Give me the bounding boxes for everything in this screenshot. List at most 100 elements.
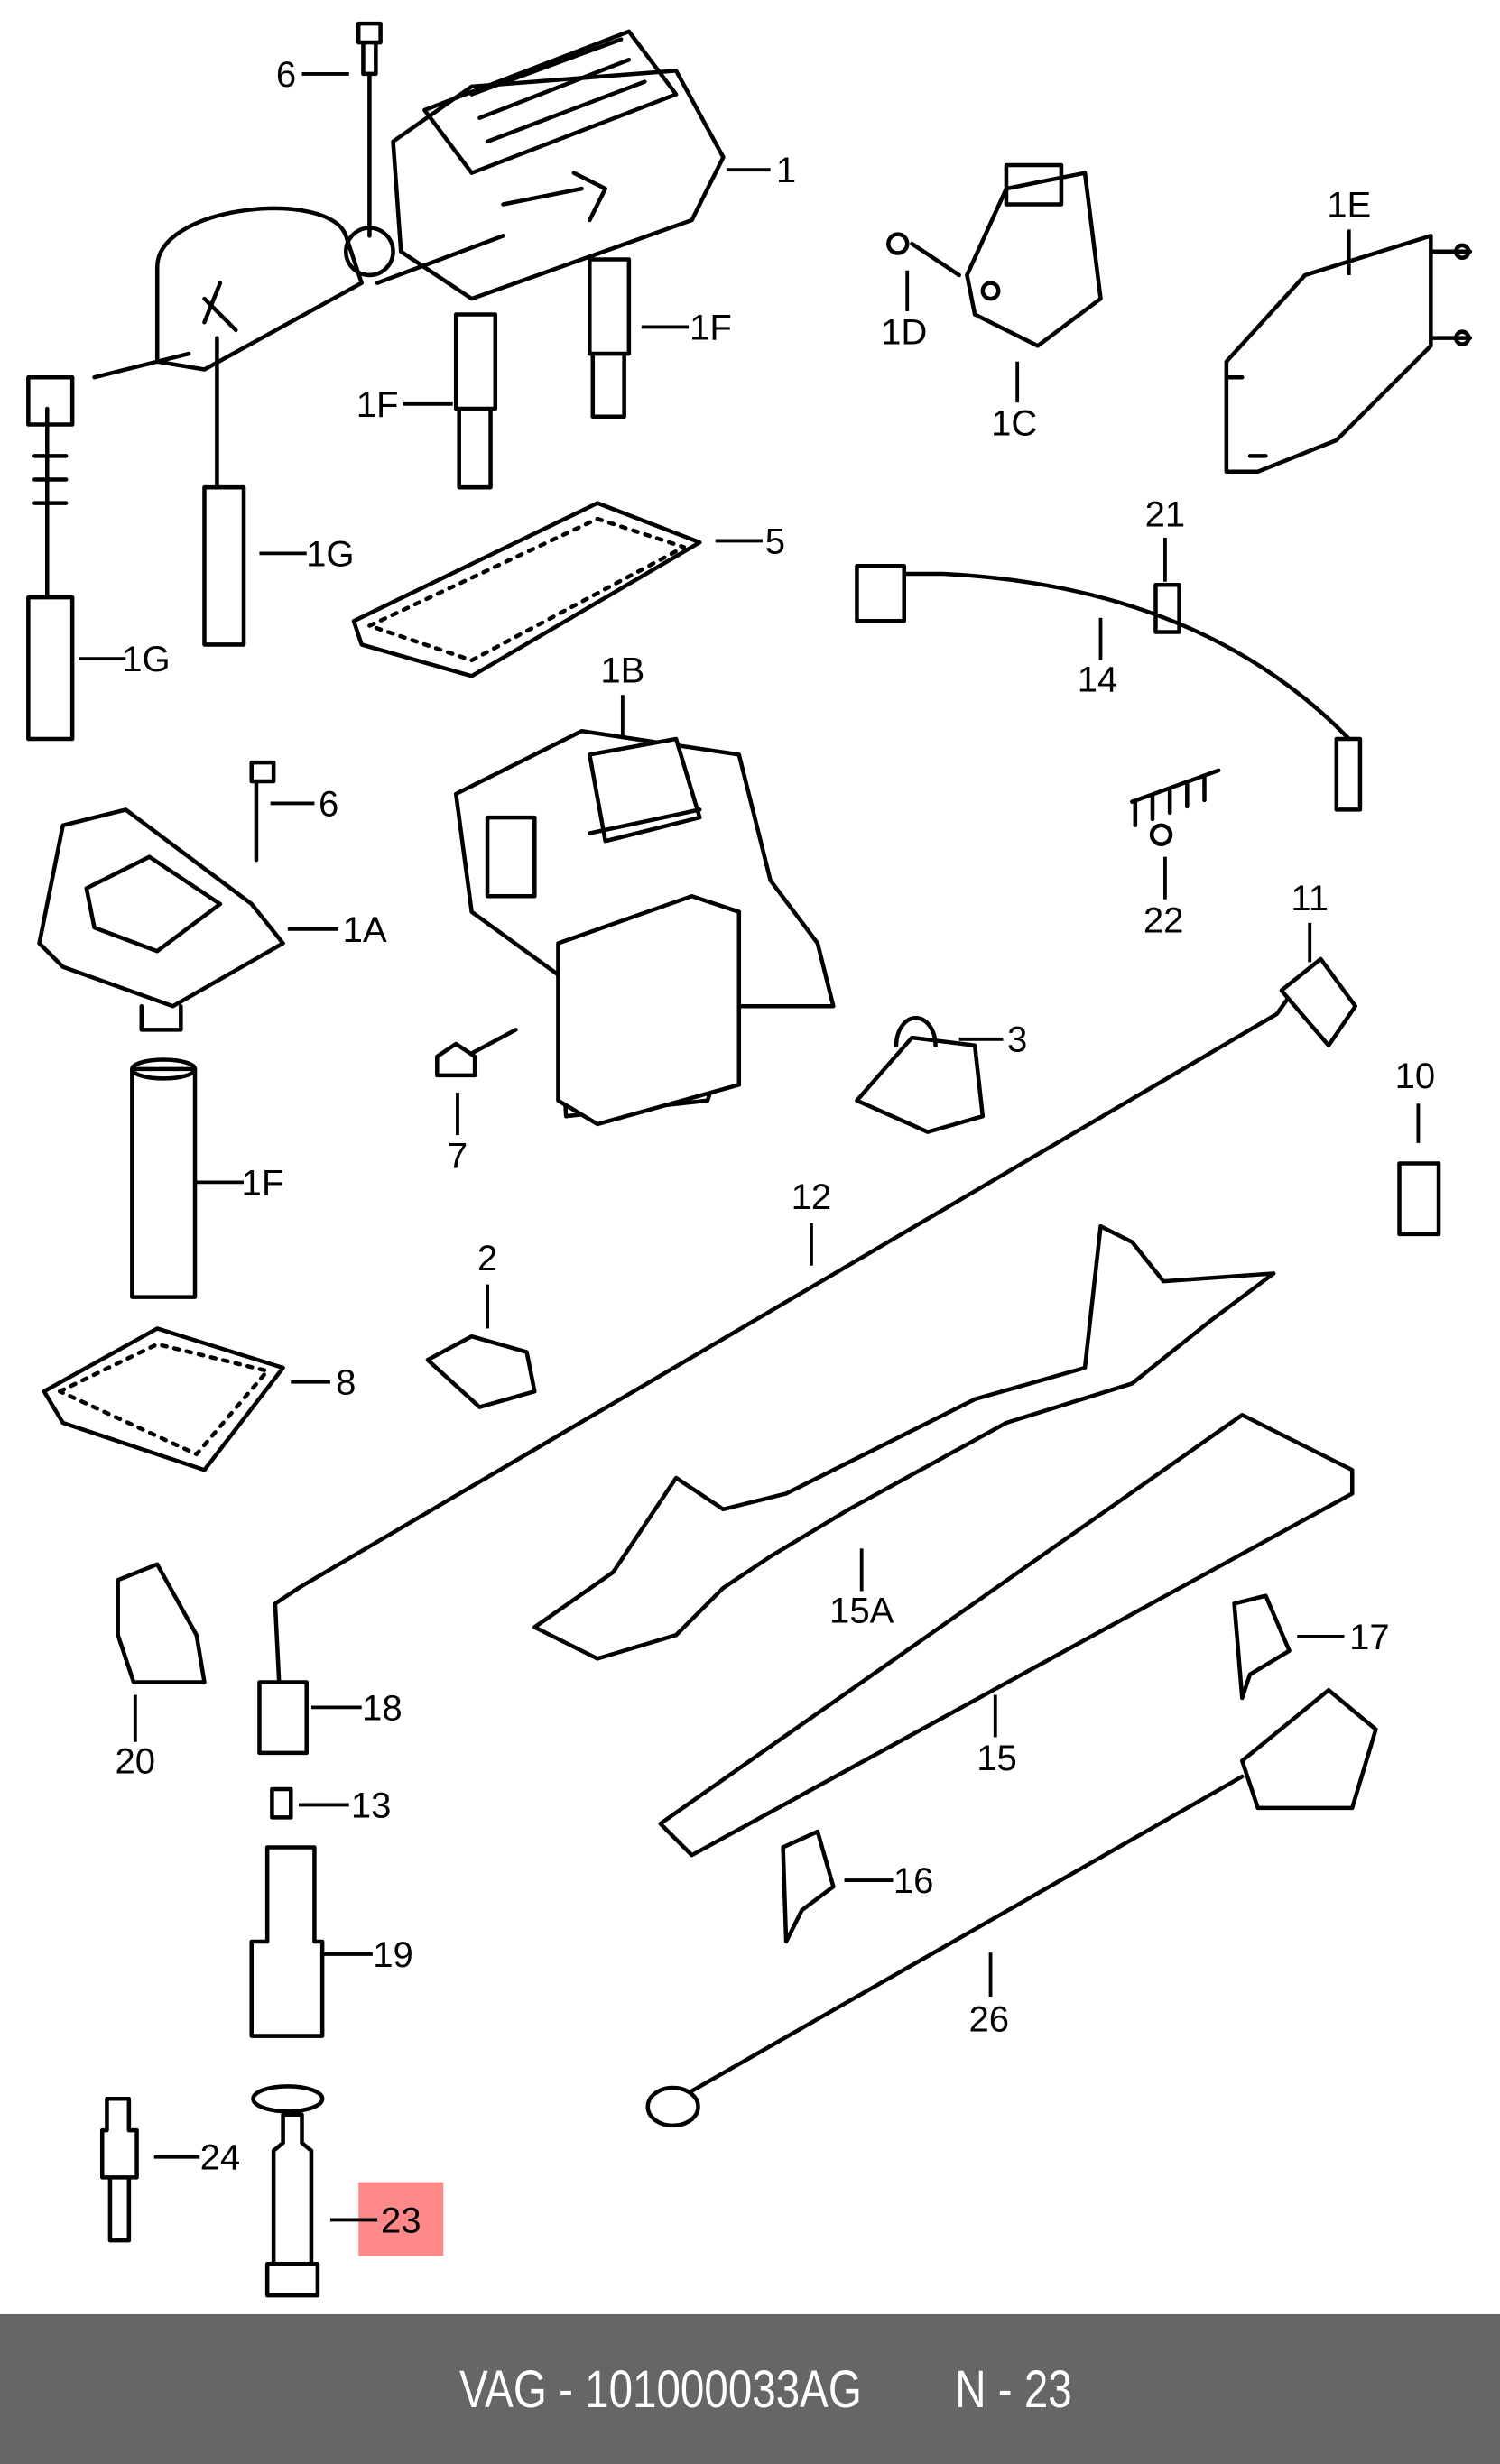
part-clip-20[interactable]: [116, 1562, 207, 1684]
callout-label[interactable]: 1F: [690, 308, 732, 347]
callout-label[interactable]: 1B: [600, 651, 644, 690]
callout-1a[interactable]: 1A: [287, 910, 387, 950]
part-clip-22[interactable]: [1130, 768, 1221, 846]
callout-17[interactable]: 17: [1297, 1618, 1390, 1657]
callout-24[interactable]: 24: [153, 2138, 241, 2178]
callout-label[interactable]: 14: [1078, 660, 1118, 700]
callout-label[interactable]: 1F: [242, 1163, 284, 1203]
callout-label[interactable]: 2: [477, 1239, 497, 1278]
callout-1d[interactable]: 1D: [881, 270, 927, 353]
callout-label[interactable]: 19: [373, 1935, 413, 1975]
part-ignition-lead-1g[interactable]: [26, 336, 246, 742]
part-code: VAG - 101000033AG: [459, 2359, 862, 2419]
callout-23[interactable]: 23: [329, 2201, 421, 2240]
part-sleeve-13[interactable]: [270, 1786, 293, 1820]
part-rail-15a[interactable]: [532, 1223, 1276, 1661]
callout-1f[interactable]: 1F: [641, 308, 732, 347]
callout-label[interactable]: 13: [351, 1786, 392, 1825]
part-ignition-lead-12[interactable]: [273, 956, 1357, 1701]
part-extension-1f[interactable]: [130, 1057, 198, 1299]
part-bracket-1e[interactable]: [1224, 234, 1473, 475]
callout-13[interactable]: 13: [299, 1786, 391, 1825]
callout-16[interactable]: 16: [844, 1861, 934, 1901]
callout-label[interactable]: 1: [776, 151, 796, 190]
callout-label[interactable]: 22: [1144, 900, 1184, 940]
callout-2[interactable]: 2: [477, 1239, 497, 1329]
callout-label[interactable]: 6: [319, 784, 338, 824]
callout-15[interactable]: 15: [977, 1694, 1017, 1778]
callout-label[interactable]: 24: [200, 2138, 241, 2178]
callout-20[interactable]: 20: [116, 1694, 156, 1782]
callout-15a[interactable]: 15A: [829, 1548, 894, 1630]
callout-label[interactable]: 16: [894, 1861, 934, 1901]
callout-label[interactable]: 1A: [343, 910, 387, 950]
callout-label[interactable]: 3: [1007, 1020, 1027, 1060]
callout-label[interactable]: 1G: [306, 534, 354, 574]
callout-1g[interactable]: 1G: [259, 534, 355, 574]
callout-1f[interactable]: 1F: [356, 385, 453, 425]
callout-label[interactable]: 5: [765, 521, 785, 561]
part-spark-plug-23[interactable]: [264, 2112, 320, 2298]
callout-label[interactable]: 18: [362, 1688, 403, 1728]
part-connector-1f[interactable]: [453, 257, 632, 490]
callout-1b[interactable]: 1B: [600, 651, 644, 736]
callout-label[interactable]: 12: [792, 1177, 832, 1217]
part-clip-17[interactable]: [1232, 1593, 1292, 1701]
callout-26[interactable]: 26: [969, 1952, 1010, 2039]
callout-label[interactable]: 1F: [356, 385, 399, 425]
part-ignition-coil-1b[interactable]: [453, 729, 836, 1127]
callout-label[interactable]: 1E: [1327, 185, 1371, 225]
part-clip-16[interactable]: [781, 1829, 836, 1944]
part-control-unit-1c[interactable]: [886, 162, 1103, 348]
part-connector-18[interactable]: [257, 1680, 309, 1756]
callout-22[interactable]: 22: [1144, 856, 1184, 941]
callout-label[interactable]: 10: [1395, 1057, 1436, 1096]
part-ignition-coil-module[interactable]: [92, 29, 726, 380]
callout-14[interactable]: 14: [1078, 617, 1118, 700]
callout-label[interactable]: 11: [1291, 879, 1329, 918]
part-cover-15[interactable]: [658, 1413, 1355, 1858]
callout-8[interactable]: 8: [291, 1363, 356, 1403]
part-sensor-26[interactable]: [645, 1687, 1378, 2128]
callout-10[interactable]: 10: [1395, 1057, 1436, 1143]
callout-21[interactable]: 21: [1145, 495, 1186, 582]
callout-label[interactable]: 8: [336, 1363, 356, 1403]
part-bolt-6[interactable]: [356, 21, 383, 238]
callout-1g[interactable]: 1G: [79, 640, 171, 679]
callout-label[interactable]: 17: [1349, 1618, 1390, 1657]
callout-label[interactable]: 1C: [991, 404, 1037, 444]
part-clip-2[interactable]: [425, 1334, 537, 1409]
callout-5[interactable]: 5: [715, 521, 785, 561]
part-hose-14[interactable]: [855, 564, 1363, 812]
callout-1c[interactable]: 1C: [991, 361, 1037, 444]
callout-11[interactable]: 11: [1291, 879, 1329, 963]
part-gasket-8[interactable]: [42, 1326, 285, 1472]
callout-1[interactable]: 1: [726, 151, 796, 190]
callout-label[interactable]: 23: [381, 2201, 421, 2240]
callout-label[interactable]: 6: [276, 55, 296, 95]
callout-18[interactable]: 18: [310, 1688, 403, 1728]
callout-6[interactable]: 6: [276, 55, 349, 95]
callout-12[interactable]: 12: [792, 1177, 832, 1266]
callout-6[interactable]: 6: [270, 784, 339, 824]
callout-19[interactable]: 19: [322, 1935, 413, 1975]
callout-1e[interactable]: 1E: [1327, 185, 1371, 275]
callout-7[interactable]: 7: [448, 1093, 468, 1177]
callout-label[interactable]: 1G: [122, 640, 170, 679]
callout-label[interactable]: 7: [448, 1137, 468, 1177]
part-ignition-coil-1a[interactable]: [37, 760, 285, 1032]
part-sensor-10[interactable]: [1397, 1161, 1441, 1237]
callout-label[interactable]: 21: [1145, 495, 1186, 535]
part-holder-3[interactable]: [855, 1016, 986, 1134]
callout-label[interactable]: 15: [977, 1739, 1017, 1778]
part-gasket-5[interactable]: [351, 501, 702, 678]
callout-1f[interactable]: 1F: [196, 1163, 284, 1203]
callout-label[interactable]: 26: [969, 1999, 1010, 2039]
callout-label[interactable]: 15A: [829, 1591, 894, 1630]
callout-label[interactable]: 1D: [881, 313, 927, 353]
callout-3[interactable]: 3: [958, 1020, 1028, 1060]
part-glow-plug-24[interactable]: [99, 2097, 139, 2243]
part-connector-19[interactable]: [249, 1845, 325, 2114]
part-bolt-7[interactable]: [435, 1028, 518, 1078]
callout-label[interactable]: 20: [116, 1742, 156, 1782]
